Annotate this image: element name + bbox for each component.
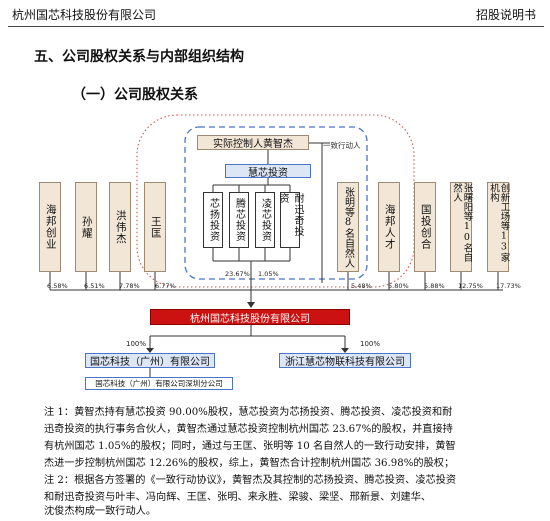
header-rule — [8, 26, 544, 27]
concert-label: 一致行动人 — [323, 141, 361, 150]
branch-box-shenzhen: 国芯科技（广州）有限公司深圳分公司 — [85, 377, 233, 390]
shareholder-pct: 5.88% — [424, 282, 445, 290]
shareholder-pct: 5.48% — [351, 282, 372, 290]
note-line: 沈俊杰构成一致行动人。 — [44, 506, 157, 517]
controller-box: 实际控制人黄智杰 — [197, 135, 309, 150]
section-title: 五、公司股权关系与内部组织结构 — [34, 49, 244, 65]
shareholder-box-guotou-chuanghe: 国投创合 — [414, 182, 436, 272]
platform-box-xinyang: 芯扬投资 — [203, 192, 223, 248]
shareholder-box-zhang-shuyang-group: 张曙阳等10名自然人 — [450, 182, 472, 272]
company-box: 杭州国芯科技股份有限公司 — [150, 309, 350, 325]
shareholder-box-chuangxin-gongchang-group: 创新工场等13家机构 — [487, 182, 509, 272]
shareholder-box-haibang-chuangye: 海邦创业 — [39, 182, 61, 272]
platform-box-naixunqi: 耐迅奇投资 — [277, 192, 303, 248]
shareholder-pct: 7.78% — [119, 282, 140, 290]
note-line: 迅奇投资的执行事务合伙人，黄智杰通过慧芯投资控制杭州国芯 23.67%的股权，并… — [44, 424, 453, 435]
shareholder-box-zhang-ming-group: 张明等8名自然人 — [337, 182, 359, 272]
shareholder-box-hong-weijie: 洪伟杰 — [109, 182, 131, 272]
note-line: 注 2：根据各方签署的《一致行动协议》，黄智杰及其控制的芯扬投资、腾芯投资、凌芯… — [44, 475, 457, 486]
note-line: 注 1：黄智杰持有慧芯投资 90.00%股权，慧芯投资为芯扬投资、腾芯投资、凌芯… — [44, 407, 453, 418]
shareholder-pct: 12.75% — [458, 282, 483, 290]
shareholder-pct: 17.73% — [496, 282, 521, 290]
shareholder-box-wang-kuang: 王匡 — [144, 182, 166, 272]
note-line: 有杭州国芯 1.05%的股权；同时，通过与王匡、张明等 10 名自然人的一致行动… — [44, 441, 456, 452]
subsidiary-pct-zhejiang: 100% — [360, 340, 381, 348]
platform-box-tengxin: 腾芯投资 — [229, 192, 249, 248]
pct-huixin: 23.67% — [225, 270, 250, 278]
shareholder-pct: 6.77% — [155, 282, 176, 290]
shareholder-pct: 5.80% — [388, 282, 409, 290]
shareholder-box-haibang-rencai: 海邦人才 — [378, 182, 400, 272]
note-line: 和耐迅奇投资与叶丰、冯向辉、王匡、张明、来永胜、梁骏、梁坚、邢新景、刘建华、 — [44, 492, 432, 503]
header-company-name: 杭州国芯科技股份有限公司 — [12, 8, 157, 22]
subsection-title: （一）公司股权关系 — [72, 87, 198, 103]
shareholder-pct: 6.51% — [84, 282, 105, 290]
pct-direct: 1.05% — [258, 270, 279, 278]
subsidiary-box-zhejiang: 浙江慧芯物联科技有限公司 — [279, 353, 411, 368]
platform-box-lingxin: 凌芯投资 — [255, 192, 275, 248]
subsidiary-box-guangzhou: 国芯科技（广州）有限公司 — [85, 353, 215, 368]
subsidiary-pct-guangzhou: 100% — [126, 340, 147, 348]
header-doc-type: 招股说明书 — [475, 8, 536, 22]
huixin-investment-box: 慧芯投资 — [225, 164, 311, 179]
shareholder-pct: 6.58% — [47, 282, 68, 290]
shareholder-box-sun-yao: 孙耀 — [75, 182, 97, 272]
note-line: 杰进一步控制杭州国芯 12.26%的股权，综上，黄智杰合计控制杭州国芯 36.9… — [44, 458, 455, 469]
